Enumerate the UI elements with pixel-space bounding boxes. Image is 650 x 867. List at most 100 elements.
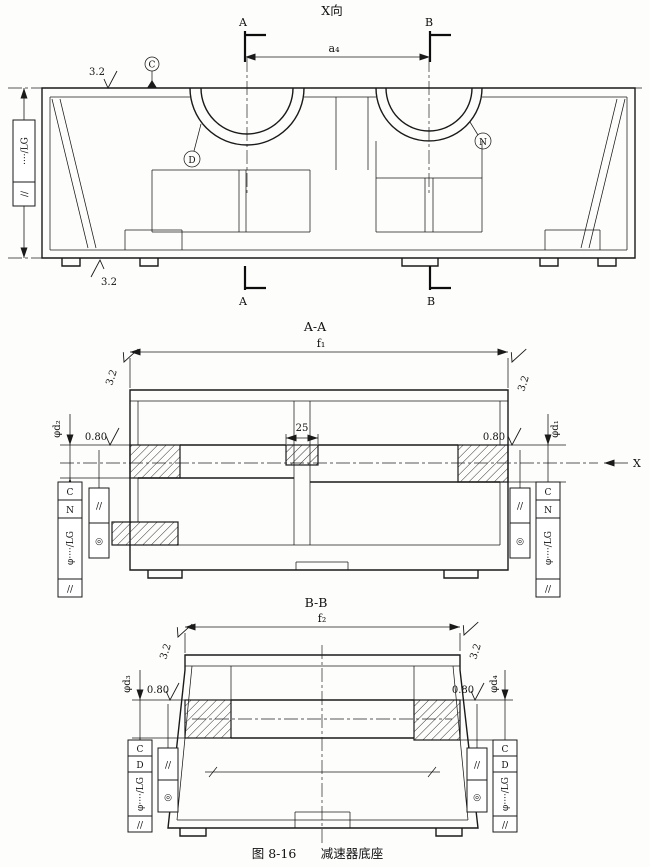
parallelism-icon: //	[67, 585, 74, 595]
roughness-value: 3.2	[468, 642, 483, 661]
bore-finish-right: 0.80	[452, 682, 485, 748]
dim-a4: a₄	[245, 42, 430, 61]
dim-a4-label: a₄	[329, 42, 341, 55]
figure-title: 减速器底座	[321, 846, 384, 861]
frame-cell: C	[67, 488, 74, 498]
roughness-icon	[507, 344, 527, 366]
dim-bore-d3: φd₃	[122, 670, 185, 768]
figure-number: 图 8-16	[252, 846, 297, 861]
tolerance-value: ····/LG	[21, 137, 31, 165]
roughness-icon	[507, 427, 522, 446]
tolerance-frame-aa-left-aux: // ◎	[88, 487, 110, 559]
feet	[179, 828, 463, 837]
parallelism-icon: //	[96, 502, 103, 512]
dim-f1: f₁	[129, 337, 509, 388]
parallelism-icon: //	[21, 190, 31, 197]
section-label-a-bottom: A	[238, 295, 248, 308]
bore-finish-right: 0.80	[483, 427, 522, 488]
section-label-b-top: B	[425, 16, 433, 29]
frame-cell: D	[501, 761, 508, 771]
section-label-b-bottom: B	[427, 295, 435, 308]
frame-cell: N	[544, 506, 552, 516]
center-rib-section	[285, 444, 319, 466]
tolerance-frame-bb-right-aux: // ◎	[466, 747, 488, 813]
tolerance-frame-aa-right-main: C N φ····/LG //	[535, 481, 561, 598]
tolerance-frame-bb-left-aux: // ◎	[157, 747, 179, 813]
parallelism-icon: //	[502, 821, 509, 831]
housing-outline	[41, 87, 636, 267]
dim-25-label: 25	[296, 423, 309, 434]
roughness-mark-f1-left: 3.2	[104, 344, 139, 387]
section-bb-title: B-B	[305, 595, 328, 610]
parallelism-icon: //	[474, 761, 481, 771]
parallelism-icon: //	[165, 761, 172, 771]
roughness-mark-f2-right: 3.2	[459, 617, 484, 661]
pad-section	[111, 521, 179, 546]
x-label: X	[633, 457, 641, 470]
finish-value: 0.80	[147, 685, 169, 696]
concentricity-icon: ◎	[164, 793, 172, 803]
x-direction-arrow: X	[604, 457, 641, 470]
datum-d-label: D	[188, 156, 195, 166]
tolerance-frame-bb-right-main: C D φ····/LG //	[492, 739, 518, 833]
dim-f2: f₂	[184, 612, 461, 653]
tolerance-frame-aa-left-main: C N φ····/LG //	[57, 481, 83, 598]
section-view-bb: B-B f₂ 3.2 3.2	[122, 595, 518, 845]
roughness-icon	[459, 617, 479, 639]
dim-d2-label: φd₂	[52, 420, 63, 437]
dim-d3-label: φd₃	[122, 675, 133, 692]
roughness-icon	[90, 259, 105, 278]
feet	[147, 570, 479, 579]
roughness-icon	[105, 427, 120, 446]
dim-f2-label: f₂	[318, 612, 326, 625]
dim-d1-label: φd₁	[550, 420, 561, 437]
frame-cell: C	[502, 745, 509, 755]
view-direction-label: X向	[321, 3, 342, 18]
figure-caption: 图 8-16 减速器底座	[252, 846, 384, 861]
roughness-top-value: 3.2	[89, 67, 105, 78]
roughness-icon	[103, 70, 118, 89]
frame-cell: N	[66, 506, 74, 516]
bearing-boss-left-section	[129, 444, 181, 479]
roughness-mark-bottom: 3.2	[90, 259, 117, 288]
roughness-value: 3.2	[158, 642, 173, 661]
datum-n-label: N	[479, 138, 487, 148]
parallelism-icon: //	[517, 502, 524, 512]
bearing-boss-right-section	[457, 444, 509, 483]
roughness-value: 3.2	[104, 368, 119, 387]
finish-value: 0.80	[483, 432, 505, 443]
roughness-mark-f2-left: 3.2	[158, 619, 193, 661]
roughness-value: 3.2	[516, 374, 531, 393]
parallelism-icon: //	[545, 585, 552, 595]
section-label-a-top: A	[238, 16, 248, 29]
tolerance-frame-aa-right-aux: // ◎	[509, 487, 531, 559]
cutting-line-b-top	[428, 31, 451, 62]
roughness-mark-top: 3.2	[89, 67, 118, 89]
concentricity-icon: ◎	[516, 537, 524, 547]
bearing-boss-right-section	[413, 699, 461, 741]
frame-cell: φ····/LG	[66, 531, 76, 565]
frame-cell: φ····/LG	[501, 777, 511, 811]
frame-cell: C	[137, 745, 144, 755]
dim-f1-label: f₁	[317, 337, 325, 350]
aa-outline	[111, 389, 509, 579]
mounting-feet	[61, 258, 617, 267]
section-aa-title: A-A	[303, 319, 327, 334]
datum-c: C	[144, 56, 160, 88]
roughness-mark-f1-right: 3.2	[507, 344, 532, 393]
frame-cell: C	[545, 488, 552, 498]
concentricity-icon: ◎	[95, 537, 103, 547]
roughness-bottom-value: 3.2	[101, 277, 117, 288]
bore-finish-left: 0.80	[147, 682, 180, 748]
roughness-icon	[173, 619, 193, 641]
frame-cell: D	[136, 761, 143, 771]
bb-centerlines	[192, 645, 452, 845]
finish-value: 0.80	[85, 432, 107, 443]
tolerance-frame-topview: ····/LG //	[12, 88, 36, 258]
finish-value: 0.80	[452, 685, 474, 696]
datum-c-label: C	[149, 61, 156, 71]
parallelism-icon: //	[137, 821, 144, 831]
tolerance-frame-bb-left-main: C D φ····/LG //	[127, 739, 153, 833]
